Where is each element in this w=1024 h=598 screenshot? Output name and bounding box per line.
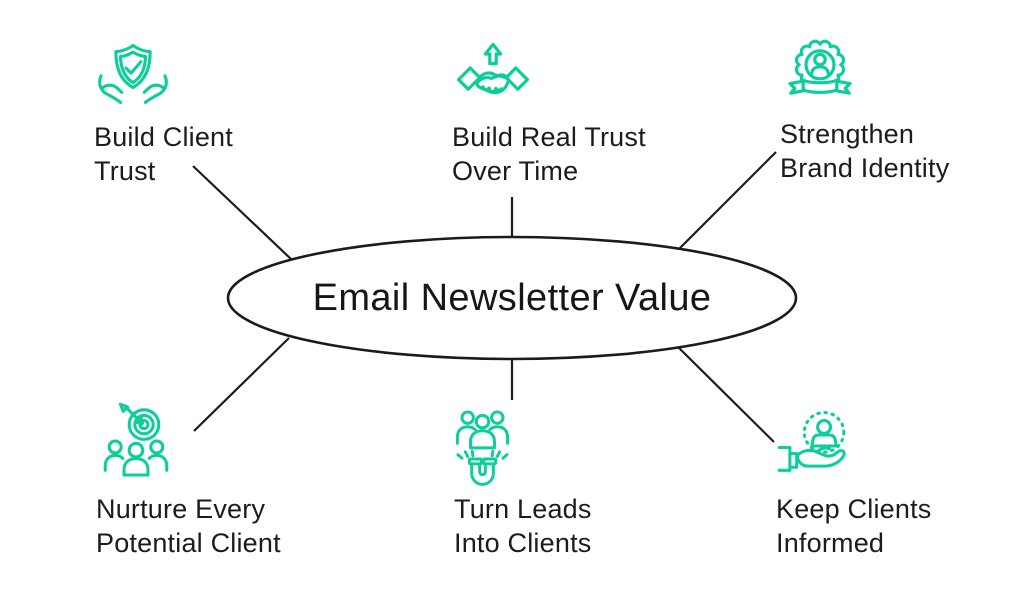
node-label-line1: Build Real Trust xyxy=(452,122,646,152)
target-audience-icon xyxy=(103,403,169,477)
node-label-line1: Turn Leads xyxy=(454,494,592,524)
node-label-line1: Strengthen xyxy=(780,119,915,149)
connector-top-right xyxy=(677,151,777,251)
hand-presenting-client-icon xyxy=(777,411,846,472)
node-label-line1: Keep Clients xyxy=(776,494,932,524)
node-label-line2: Trust xyxy=(94,155,156,186)
node-label-line1: Build Client xyxy=(94,122,233,152)
connector-bottom-right xyxy=(677,346,775,443)
center-ellipse xyxy=(226,235,798,361)
handshake-growth-icon xyxy=(457,42,529,95)
node-label-line2: Informed xyxy=(776,527,885,558)
shield-in-hands-icon xyxy=(98,43,168,104)
lead-magnet-icon xyxy=(455,410,510,486)
node-label-line2: Potential Client xyxy=(96,527,281,558)
node-label-line1: Nurture Every xyxy=(96,494,266,524)
node-label-line2: Into Clients xyxy=(454,527,592,558)
center-node-title: Email Newsletter Value xyxy=(312,276,712,319)
node-label-line2: Over Time xyxy=(452,155,579,186)
award-badge-person-icon xyxy=(788,39,852,95)
node-label-line2: Brand Identity xyxy=(780,152,950,183)
connector-top-left xyxy=(192,165,293,261)
connector-bottom-left xyxy=(193,337,290,432)
